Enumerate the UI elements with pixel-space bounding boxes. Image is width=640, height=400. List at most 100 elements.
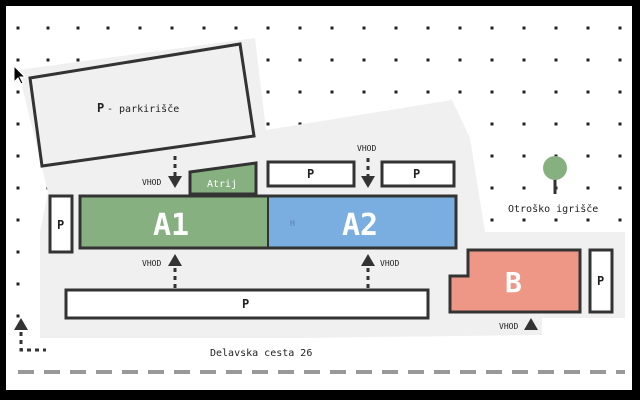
parking-label-bottom: P: [242, 297, 249, 311]
parking-lot-label: - parkirišče: [107, 103, 179, 115]
grid-dot: [266, 90, 270, 94]
parking-label-right: P: [413, 167, 420, 181]
parking-lot[interactable]: [28, 42, 256, 168]
grid-dot: [394, 90, 398, 94]
grid-dot: [554, 218, 558, 222]
grid-dot: [46, 26, 50, 30]
grid-dot: [618, 186, 622, 190]
grid-dot: [490, 58, 494, 62]
parking-label-left: P: [57, 218, 64, 232]
grid-dot: [490, 186, 494, 190]
parking-space-mid[interactable]: [266, 160, 356, 188]
grid-dot: [138, 26, 142, 30]
grid-dot: [554, 90, 558, 94]
building-b-label: B: [505, 266, 522, 299]
grid-dot: [394, 26, 398, 30]
grid-dot: [586, 58, 590, 62]
joint-mark: H: [290, 219, 295, 228]
grid-dot: [554, 154, 558, 158]
parking-label-mid: P: [307, 167, 314, 181]
grid-dot: [266, 122, 270, 126]
grid-dot: [522, 186, 526, 190]
grid-dot: [76, 26, 80, 30]
entrance-b[interactable]: VHOD: [499, 318, 538, 331]
parking-space-bottom[interactable]: [64, 288, 430, 320]
grid-dot: [170, 26, 174, 30]
parking-label-far-right: P: [597, 274, 604, 288]
grid-dot: [330, 58, 334, 62]
grid-dot: [16, 250, 20, 254]
entrance-bottom-a2[interactable]: VHOD: [361, 254, 399, 288]
grid-dot: [362, 58, 366, 62]
entrance-parking-a1[interactable]: VHOD: [142, 156, 182, 188]
grid-dot: [618, 122, 622, 126]
grid-dot: [586, 218, 590, 222]
grid-dot: [522, 90, 526, 94]
grid-dot: [298, 26, 302, 30]
grid-dot: [618, 154, 622, 158]
map-svg: P - parkirišče P P P P P Atrij A1 A2 H B…: [13, 26, 625, 374]
grid-dot: [16, 186, 20, 190]
grid-dot: [362, 90, 366, 94]
grid-dot: [618, 90, 622, 94]
entrance-top-a2[interactable]: VHOD: [357, 144, 376, 188]
mouse-cursor-icon: [13, 64, 27, 85]
grid-dot: [490, 26, 494, 30]
grid-dot: [458, 26, 462, 30]
grid-dot: [522, 218, 526, 222]
grid-dot: [426, 90, 430, 94]
grid-dot: [16, 218, 20, 222]
atrium-block[interactable]: [188, 161, 258, 196]
grid-dot: [234, 26, 238, 30]
grid-dot: [426, 58, 430, 62]
grid-dot: [618, 58, 622, 62]
grid-dot: [394, 58, 398, 62]
grid-dot: [76, 58, 80, 62]
grid-dot: [202, 26, 206, 30]
grid-dot: [490, 154, 494, 158]
atrium-label: Atrij: [207, 179, 237, 190]
grid-dot: [16, 122, 20, 126]
entrance-bottom-a1[interactable]: VHOD: [142, 254, 182, 288]
grid-dot: [298, 58, 302, 62]
grid-dot: [554, 26, 558, 30]
grid-dot: [330, 26, 334, 30]
grid-dot: [586, 26, 590, 30]
entrance-label-4: VHOD: [380, 259, 399, 268]
grid-dot: [522, 122, 526, 126]
parking-space-right[interactable]: [380, 160, 456, 188]
entrance-label-5: VHOD: [499, 322, 518, 331]
grid-dot: [458, 58, 462, 62]
grid-dot: [618, 218, 622, 222]
building-a1[interactable]: [80, 196, 268, 248]
parking-space-left[interactable]: [48, 194, 74, 254]
grid-dot: [298, 90, 302, 94]
grid-dot: [426, 26, 430, 30]
campus-map: P - parkirišče P P P P P Atrij A1 A2 H B…: [6, 6, 632, 390]
building-a2[interactable]: [268, 196, 456, 248]
grid-dot: [298, 122, 302, 126]
grid-dot: [586, 122, 590, 126]
grid-dot: [490, 122, 494, 126]
grid-dot: [522, 58, 526, 62]
grid-dot: [16, 90, 20, 94]
grid-dot: [16, 282, 20, 286]
entrance-label-3: VHOD: [142, 259, 161, 268]
approach-arrow-icon: [14, 318, 46, 352]
grid-dot: [266, 26, 270, 30]
grid-dot: [330, 90, 334, 94]
grid-dot: [490, 90, 494, 94]
grid-dot: [458, 90, 462, 94]
grid-dot: [586, 154, 590, 158]
grid-dot: [618, 26, 622, 30]
playground-label: Otroško igrišče: [508, 203, 598, 215]
building-a1-label: A1: [153, 208, 189, 243]
grid-dot: [586, 90, 590, 94]
entrance-label-2: VHOD: [357, 144, 376, 153]
entrance-label-1: VHOD: [142, 178, 161, 187]
parking-lot-letter: P: [97, 101, 104, 115]
tree-icon: [543, 156, 567, 194]
building-b[interactable]: [448, 248, 582, 314]
parking-space-far-right[interactable]: [588, 248, 614, 314]
grid-dot: [266, 58, 270, 62]
